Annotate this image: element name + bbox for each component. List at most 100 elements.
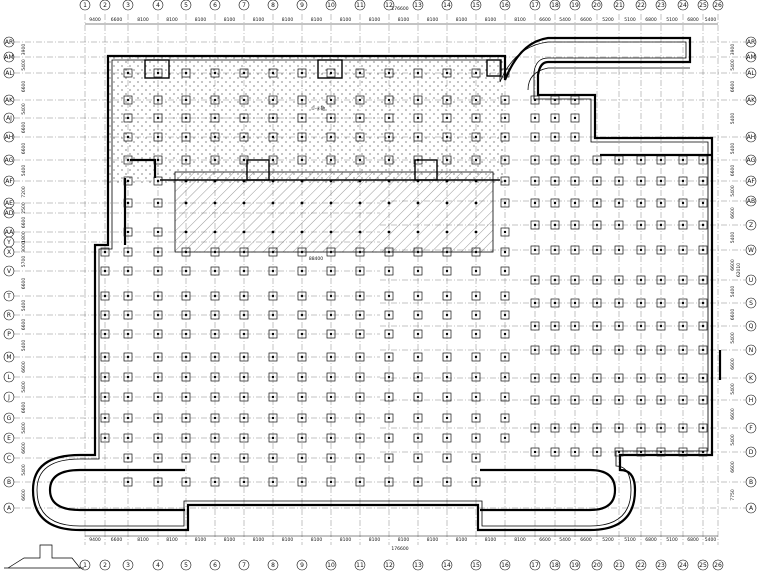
pile-point bbox=[156, 230, 160, 234]
pile-point bbox=[701, 426, 705, 430]
pile-cap bbox=[570, 447, 580, 457]
pile-cap bbox=[698, 176, 708, 186]
pile-point bbox=[126, 98, 130, 102]
pile-cap bbox=[614, 220, 624, 230]
column-axis-bubble-bottom: 15 bbox=[470, 559, 482, 571]
row-axis-bubble-right-label: S bbox=[749, 300, 753, 307]
pile-cap bbox=[210, 155, 220, 165]
pile-cap bbox=[239, 291, 249, 301]
pile-point bbox=[329, 355, 333, 359]
column-axis-bubble-top: 3 bbox=[122, 0, 134, 11]
pile-point bbox=[701, 278, 705, 282]
pile-point bbox=[474, 116, 478, 120]
pile-cap bbox=[471, 413, 481, 423]
pile-point bbox=[659, 450, 663, 454]
pile-point bbox=[617, 179, 621, 183]
pile-cap bbox=[500, 95, 510, 105]
pile-point bbox=[701, 450, 705, 454]
row-axis-bubble-left-label: M bbox=[6, 354, 11, 361]
pile-point bbox=[329, 294, 333, 298]
pile-cap bbox=[210, 413, 220, 423]
pile-cap bbox=[614, 321, 624, 331]
row-dim-left: 6600 bbox=[21, 442, 27, 454]
row-axis-bubble-left-label: Y bbox=[6, 239, 11, 246]
pile-cap bbox=[123, 176, 133, 186]
column-axis-bubble-top-label: 15 bbox=[472, 2, 480, 9]
pile-point bbox=[533, 201, 537, 205]
pile-point bbox=[184, 456, 188, 460]
column-dim-top: 8100 bbox=[340, 17, 352, 23]
pile-point bbox=[271, 456, 275, 460]
pile-point bbox=[358, 98, 362, 102]
column-axis-bubble-bottom-label: 2 bbox=[103, 562, 107, 569]
column-axis-bubble-top: 8 bbox=[267, 0, 279, 11]
pile-cap bbox=[442, 310, 452, 320]
column-axis-bubble-bottom: 24 bbox=[677, 559, 689, 571]
pile-point bbox=[387, 395, 391, 399]
pile-cap bbox=[442, 433, 452, 443]
pile-point bbox=[474, 179, 478, 183]
pile-point bbox=[271, 313, 275, 317]
pile-cap bbox=[471, 453, 481, 463]
pile-point bbox=[184, 116, 188, 120]
pile-cap bbox=[326, 329, 336, 339]
ramp-loop-right bbox=[480, 468, 617, 512]
pile-point bbox=[445, 135, 449, 139]
pile-point bbox=[329, 230, 333, 234]
column-dim-top: 5100 bbox=[624, 17, 636, 23]
pile-cap bbox=[570, 298, 580, 308]
row-axis-bubble-left-label: T bbox=[6, 293, 11, 300]
pile-cap bbox=[570, 275, 580, 285]
pile-point bbox=[701, 201, 705, 205]
row-dim-left: 5400 bbox=[21, 381, 27, 393]
row-dim-right: 5400 bbox=[730, 383, 736, 395]
pile-cap bbox=[326, 95, 336, 105]
pile-point bbox=[681, 179, 685, 183]
column-axis-bubble-bottom: 16 bbox=[499, 559, 511, 571]
pile-cap bbox=[123, 310, 133, 320]
column-dim-top: 8100 bbox=[166, 17, 178, 23]
pile-point bbox=[300, 395, 304, 399]
pile-caps bbox=[100, 68, 708, 487]
pile-point bbox=[573, 324, 577, 328]
pile-cap bbox=[239, 433, 249, 443]
pile-cap bbox=[656, 373, 666, 383]
pile-point bbox=[387, 98, 391, 102]
pile-point bbox=[358, 179, 362, 183]
column-axis-bubble-top-label: 4 bbox=[156, 2, 160, 9]
pile-cap bbox=[326, 68, 336, 78]
pile-point bbox=[503, 269, 507, 273]
pile-point bbox=[659, 376, 663, 380]
column-axis-bubble-bottom: 8 bbox=[267, 559, 279, 571]
pile-point bbox=[474, 98, 478, 102]
pile-point bbox=[681, 426, 685, 430]
column-dim-bottom: 5400 bbox=[559, 537, 571, 543]
pile-cap bbox=[442, 453, 452, 463]
row-dim-right: 5400 bbox=[730, 59, 736, 71]
pile-cap bbox=[355, 310, 365, 320]
pile-cap bbox=[153, 352, 163, 362]
pile-cap bbox=[471, 352, 481, 362]
column-axis-bubble-top-label: 6 bbox=[213, 2, 217, 9]
pile-point bbox=[445, 230, 449, 234]
pile-cap bbox=[570, 220, 580, 230]
pile-cap bbox=[570, 321, 580, 331]
pile-cap bbox=[413, 247, 423, 257]
pile-cap bbox=[123, 392, 133, 402]
pile-point bbox=[416, 179, 420, 183]
pile-cap bbox=[500, 433, 510, 443]
pile-point bbox=[387, 355, 391, 359]
row-dim-left: 5400 bbox=[21, 464, 27, 476]
pile-cap bbox=[614, 345, 624, 355]
pile-cap bbox=[678, 447, 688, 457]
pile-point bbox=[184, 332, 188, 336]
pile-cap bbox=[550, 373, 560, 383]
pile-cap bbox=[442, 68, 452, 78]
column-axis-bubble-top-label: 24 bbox=[679, 2, 687, 9]
pile-point bbox=[358, 201, 362, 205]
pile-cap bbox=[355, 453, 365, 463]
pile-cap bbox=[570, 245, 580, 255]
row-axis-bubble-right-label: AR bbox=[747, 39, 755, 46]
pile-cap bbox=[181, 413, 191, 423]
pile-cap bbox=[550, 220, 560, 230]
